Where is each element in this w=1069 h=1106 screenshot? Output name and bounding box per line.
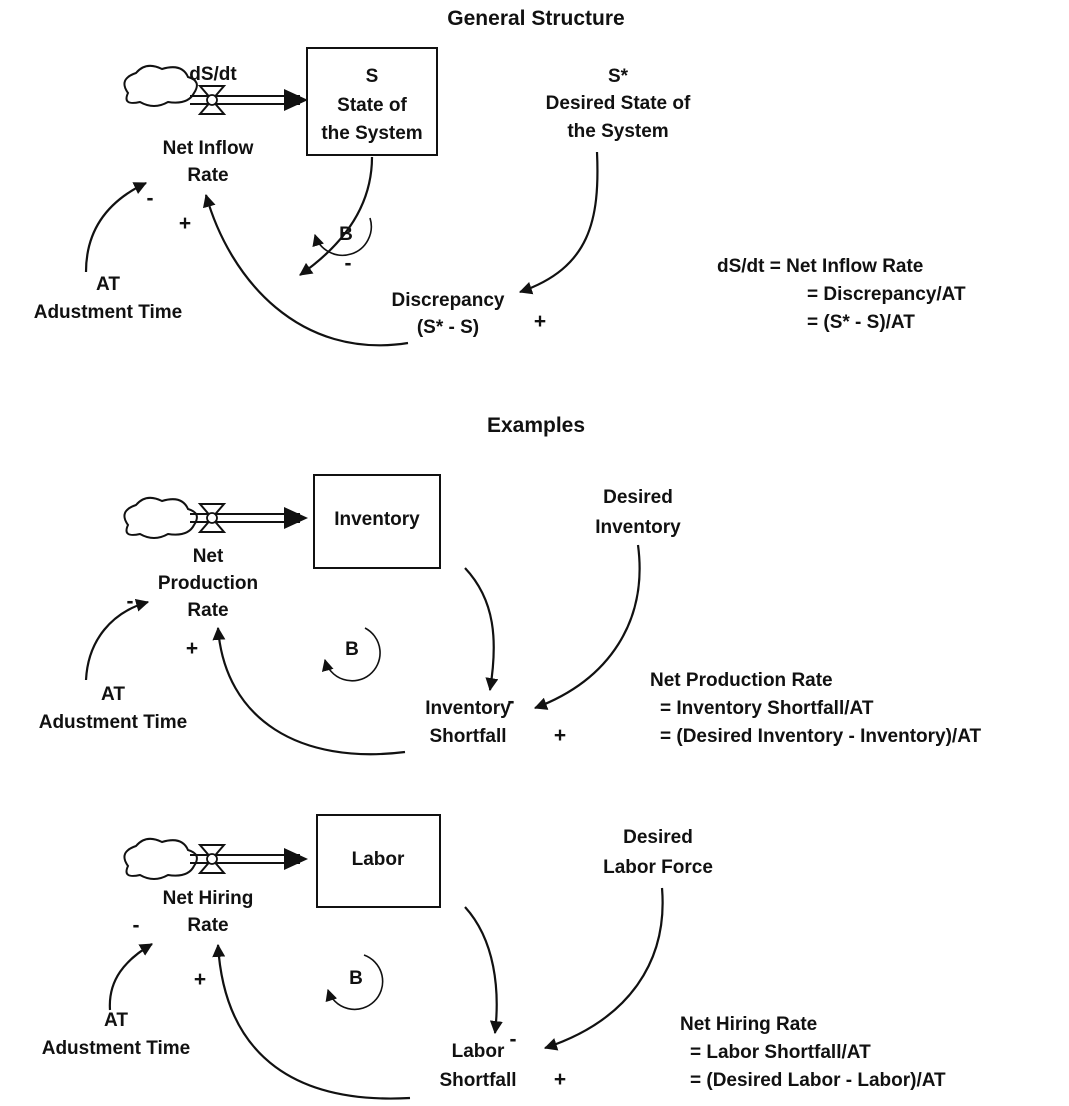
at-label: Adustment Time [34, 302, 183, 323]
flow-label-line1: Net [193, 546, 224, 567]
link-at-to-flow [108, 943, 153, 1011]
flow-label-line1: Net Inflow [163, 138, 254, 159]
general-structure-diagram: S State of the System dS/dt Net Inflow R… [34, 47, 966, 347]
link-desired-to-gap [543, 887, 664, 1051]
flow-label-line2: Production [158, 573, 258, 594]
loop-label: B [349, 968, 363, 989]
link-stock-to-gap [464, 567, 499, 692]
discrepancy-label-line2: (S* - S) [417, 317, 479, 338]
gap-label-line2: Shortfall [439, 1070, 516, 1091]
valve-icon [197, 503, 227, 533]
stock-box [306, 47, 438, 156]
stock-box [313, 474, 441, 569]
loop-label: B [339, 224, 353, 245]
desired-label-line1: Desired [603, 487, 673, 508]
loop-label: B [345, 639, 359, 660]
link-stock-to-discrepancy [299, 156, 374, 276]
polarity-minus-flow: - [133, 914, 140, 937]
equation-line1: Net Hiring Rate [680, 1014, 817, 1035]
at-symbol: AT [104, 1010, 128, 1031]
link-discrepancy-to-flow [202, 193, 409, 347]
at-label: Adustment Time [42, 1038, 191, 1059]
balancing-loop-icon [325, 954, 384, 1011]
discrepancy-label-line1: Discrepancy [391, 290, 504, 311]
gap-label-line2: Shortfall [429, 726, 506, 747]
equation-line2: = Labor Shortfall/AT [690, 1042, 871, 1063]
equation-line3: = (Desired Labor - Labor)/AT [690, 1070, 946, 1091]
cloud-icon [123, 64, 198, 107]
cloud-icon [123, 496, 198, 539]
equation-line2: = Inventory Shortfall/AT [660, 698, 874, 719]
polarity-plus-flow: + [186, 637, 198, 660]
link-desired-to-gap [533, 544, 641, 710]
polarity-plus-gap: + [554, 1068, 566, 1091]
equation-line3: = (Desired Inventory - Inventory)/AT [660, 726, 982, 747]
gap-label-line1: Inventory [425, 698, 511, 719]
desired-label-line2: the System [567, 121, 668, 142]
link-at-to-flow [84, 182, 147, 273]
equation-line1: Net Production Rate [650, 670, 833, 691]
polarity-minus-flow: - [147, 187, 154, 210]
polarity-minus-gap: - [508, 690, 515, 713]
flow-label-line3: Rate [187, 600, 228, 621]
link-desired-to-discrepancy [518, 151, 599, 295]
link-gap-to-flow [212, 626, 406, 756]
inventory-example-diagram: Inventory Net Production Rate Desired In… [39, 474, 982, 756]
polarity-plus-flow: + [194, 968, 206, 991]
labor-example-diagram: Labor Net Hiring Rate Desired Labor Forc… [42, 814, 946, 1100]
valve-icon [197, 85, 227, 115]
desired-label-line1: Desired State of [546, 93, 691, 114]
link-gap-to-flow [212, 943, 411, 1100]
cloud-icon [123, 837, 198, 880]
at-symbol: AT [101, 684, 125, 705]
link-stock-to-gap [464, 906, 503, 1035]
balancing-loop-icon [321, 627, 381, 682]
equation-line3: = (S* - S)/AT [807, 312, 915, 333]
flow-symbol: dS/dt [189, 64, 237, 85]
at-label: Adustment Time [39, 712, 188, 733]
desired-label-line1: Desired [623, 827, 693, 848]
stock-label-line2: the System [321, 123, 422, 144]
desired-label-line2: Inventory [595, 517, 681, 538]
flow-label-line2: Rate [187, 915, 228, 936]
general-structure-title: General Structure [447, 7, 624, 30]
polarity-minus-gap: - [510, 1028, 517, 1051]
stock-box [316, 814, 441, 908]
flow-label-line2: Rate [187, 165, 228, 186]
flow-label-line1: Net Hiring [163, 888, 254, 909]
balancing-loop-icon [312, 217, 373, 257]
polarity-plus-flow: + [179, 212, 191, 235]
polarity-plus-discrepancy: + [534, 310, 546, 333]
polarity-plus-gap: + [554, 724, 566, 747]
at-symbol: AT [96, 274, 120, 295]
valve-icon [197, 844, 227, 874]
stock-label-line1: State of [337, 95, 407, 116]
examples-title: Examples [487, 414, 585, 437]
polarity-minus-flow: - [127, 590, 134, 613]
desired-symbol: S* [608, 66, 629, 87]
link-at-to-flow [84, 598, 150, 681]
gap-label-line1: Labor [452, 1041, 505, 1062]
stock-symbol: S [366, 66, 379, 87]
polarity-minus-discrepancy: - [345, 252, 352, 275]
equation-line1: dS/dt = Net Inflow Rate [717, 256, 923, 277]
stock-label: Labor [352, 849, 405, 870]
desired-label-line2: Labor Force [603, 857, 713, 878]
stock-label: Inventory [334, 509, 420, 530]
equation-line2: = Discrepancy/AT [807, 284, 966, 305]
